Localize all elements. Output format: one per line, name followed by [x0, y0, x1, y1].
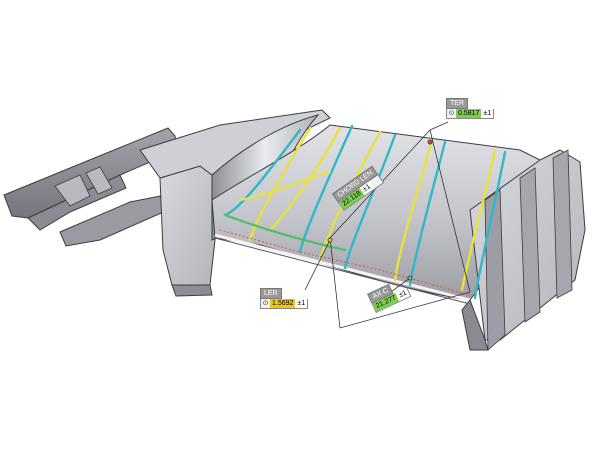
ler-tolerance: ±1	[295, 299, 308, 308]
ler-row: ⊙ 1.5692 ±1	[260, 299, 309, 309]
ler-label: LER	[260, 288, 282, 299]
circle-symbol-icon: ⊙	[262, 300, 269, 307]
inner-platform	[139, 109, 331, 297]
circle-symbol-icon: ⊙	[448, 110, 455, 117]
ler-callout[interactable]: LER ⊙ 1.5692 ±1	[260, 288, 309, 309]
ter-label: TER	[446, 98, 468, 109]
ter-value: 0.5817	[456, 109, 482, 118]
outer-platform	[461, 149, 586, 351]
ter-callout[interactable]: TER ⊙ 0.5817 ±1	[446, 98, 495, 119]
leading-edge	[214, 233, 471, 302]
blade-root	[3, 127, 179, 247]
ter-row: ⊙ 0.5817 ±1	[446, 109, 495, 119]
ler-value: 1.5692	[270, 299, 296, 308]
ter-tolerance: ±1	[481, 109, 494, 118]
